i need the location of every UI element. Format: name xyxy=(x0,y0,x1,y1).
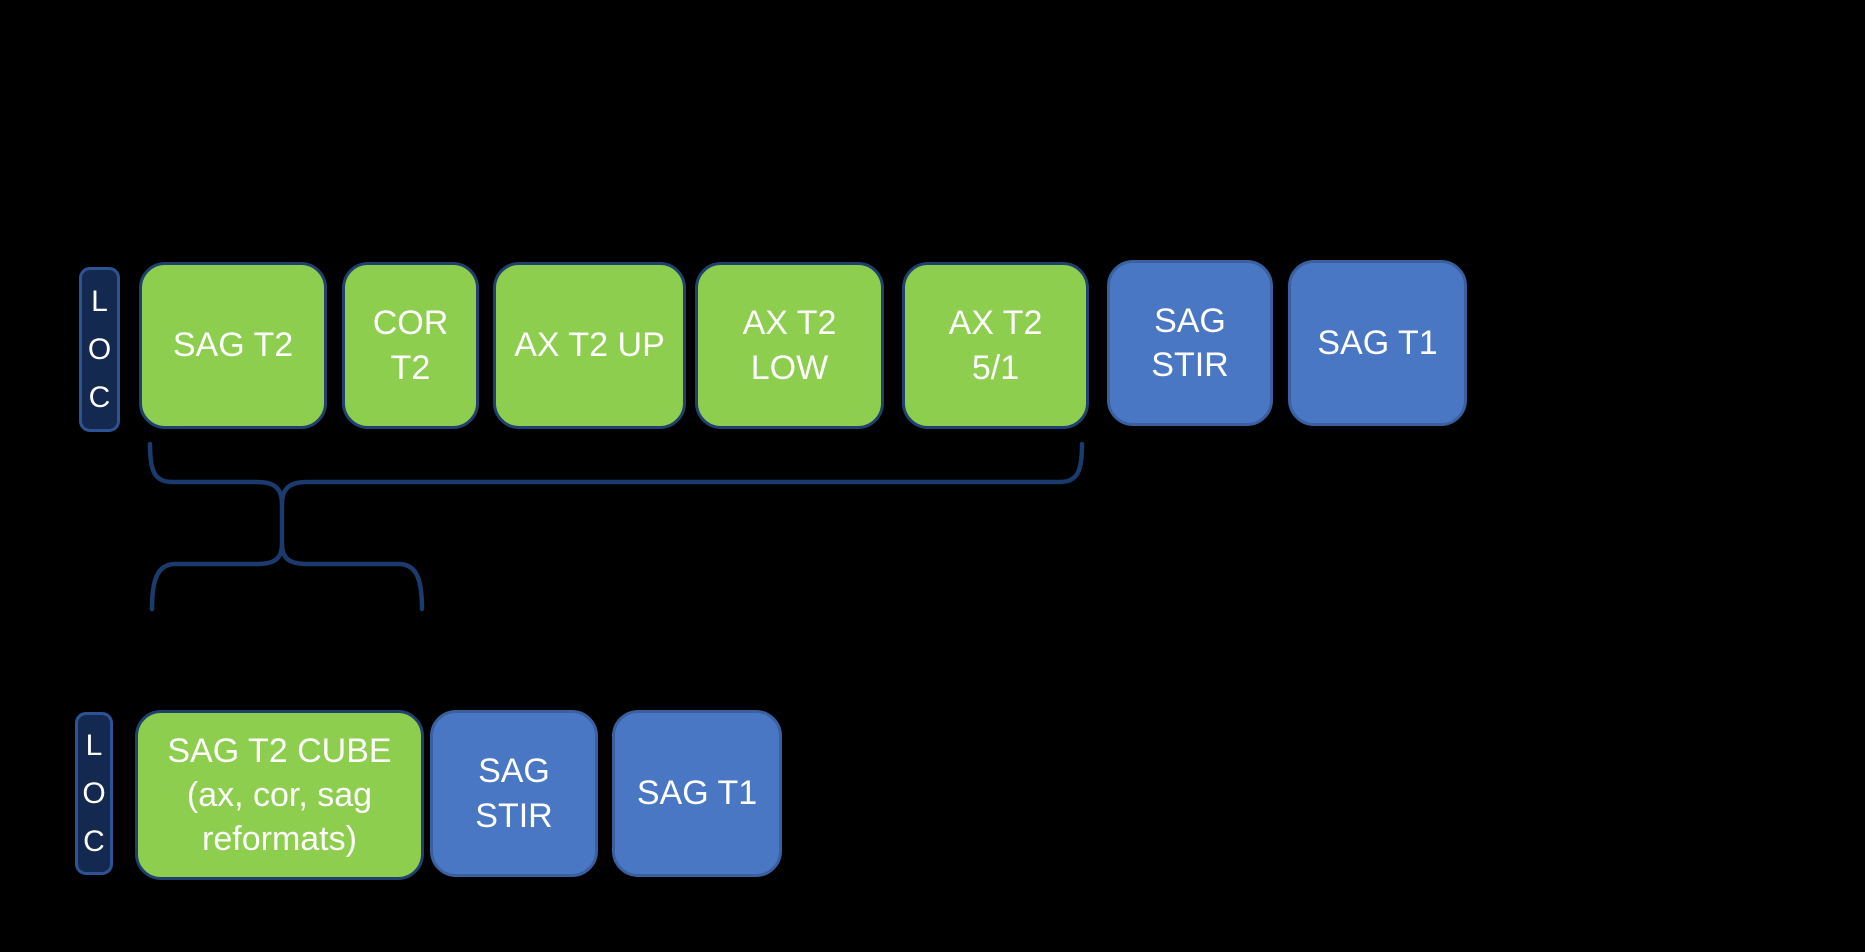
row1-sequence-box-sag-t2: SAG T2 xyxy=(139,262,327,429)
brace-top-icon xyxy=(147,441,1085,505)
row2-loc-box: LOC xyxy=(75,712,113,875)
brace-bottom-icon xyxy=(149,543,425,612)
row2-sequence-box-sag-t2-cube: SAG T2 CUBE (ax, cor, sag reformats) xyxy=(135,710,424,880)
row1-sequence-box-ax-t2-low: AX T2 LOW xyxy=(695,262,884,429)
row1-sequence-box-cor-t2: COR T2 xyxy=(342,262,479,429)
row1-sequence-box-ax-t2-up: AX T2 UP xyxy=(493,262,686,429)
row1-sequence-box-sag-t1: SAG T1 xyxy=(1288,260,1467,426)
row2-sequence-box-sag-t1: SAG T1 xyxy=(612,710,782,877)
row1-sequence-box-ax-t2-5-1: AX T2 5/1 xyxy=(902,262,1089,429)
row1-loc-box: LOC xyxy=(79,267,120,432)
row2-sequence-box-sag-stir: SAG STIR xyxy=(430,710,598,877)
row1-sequence-box-sag-stir: SAG STIR xyxy=(1107,260,1273,426)
